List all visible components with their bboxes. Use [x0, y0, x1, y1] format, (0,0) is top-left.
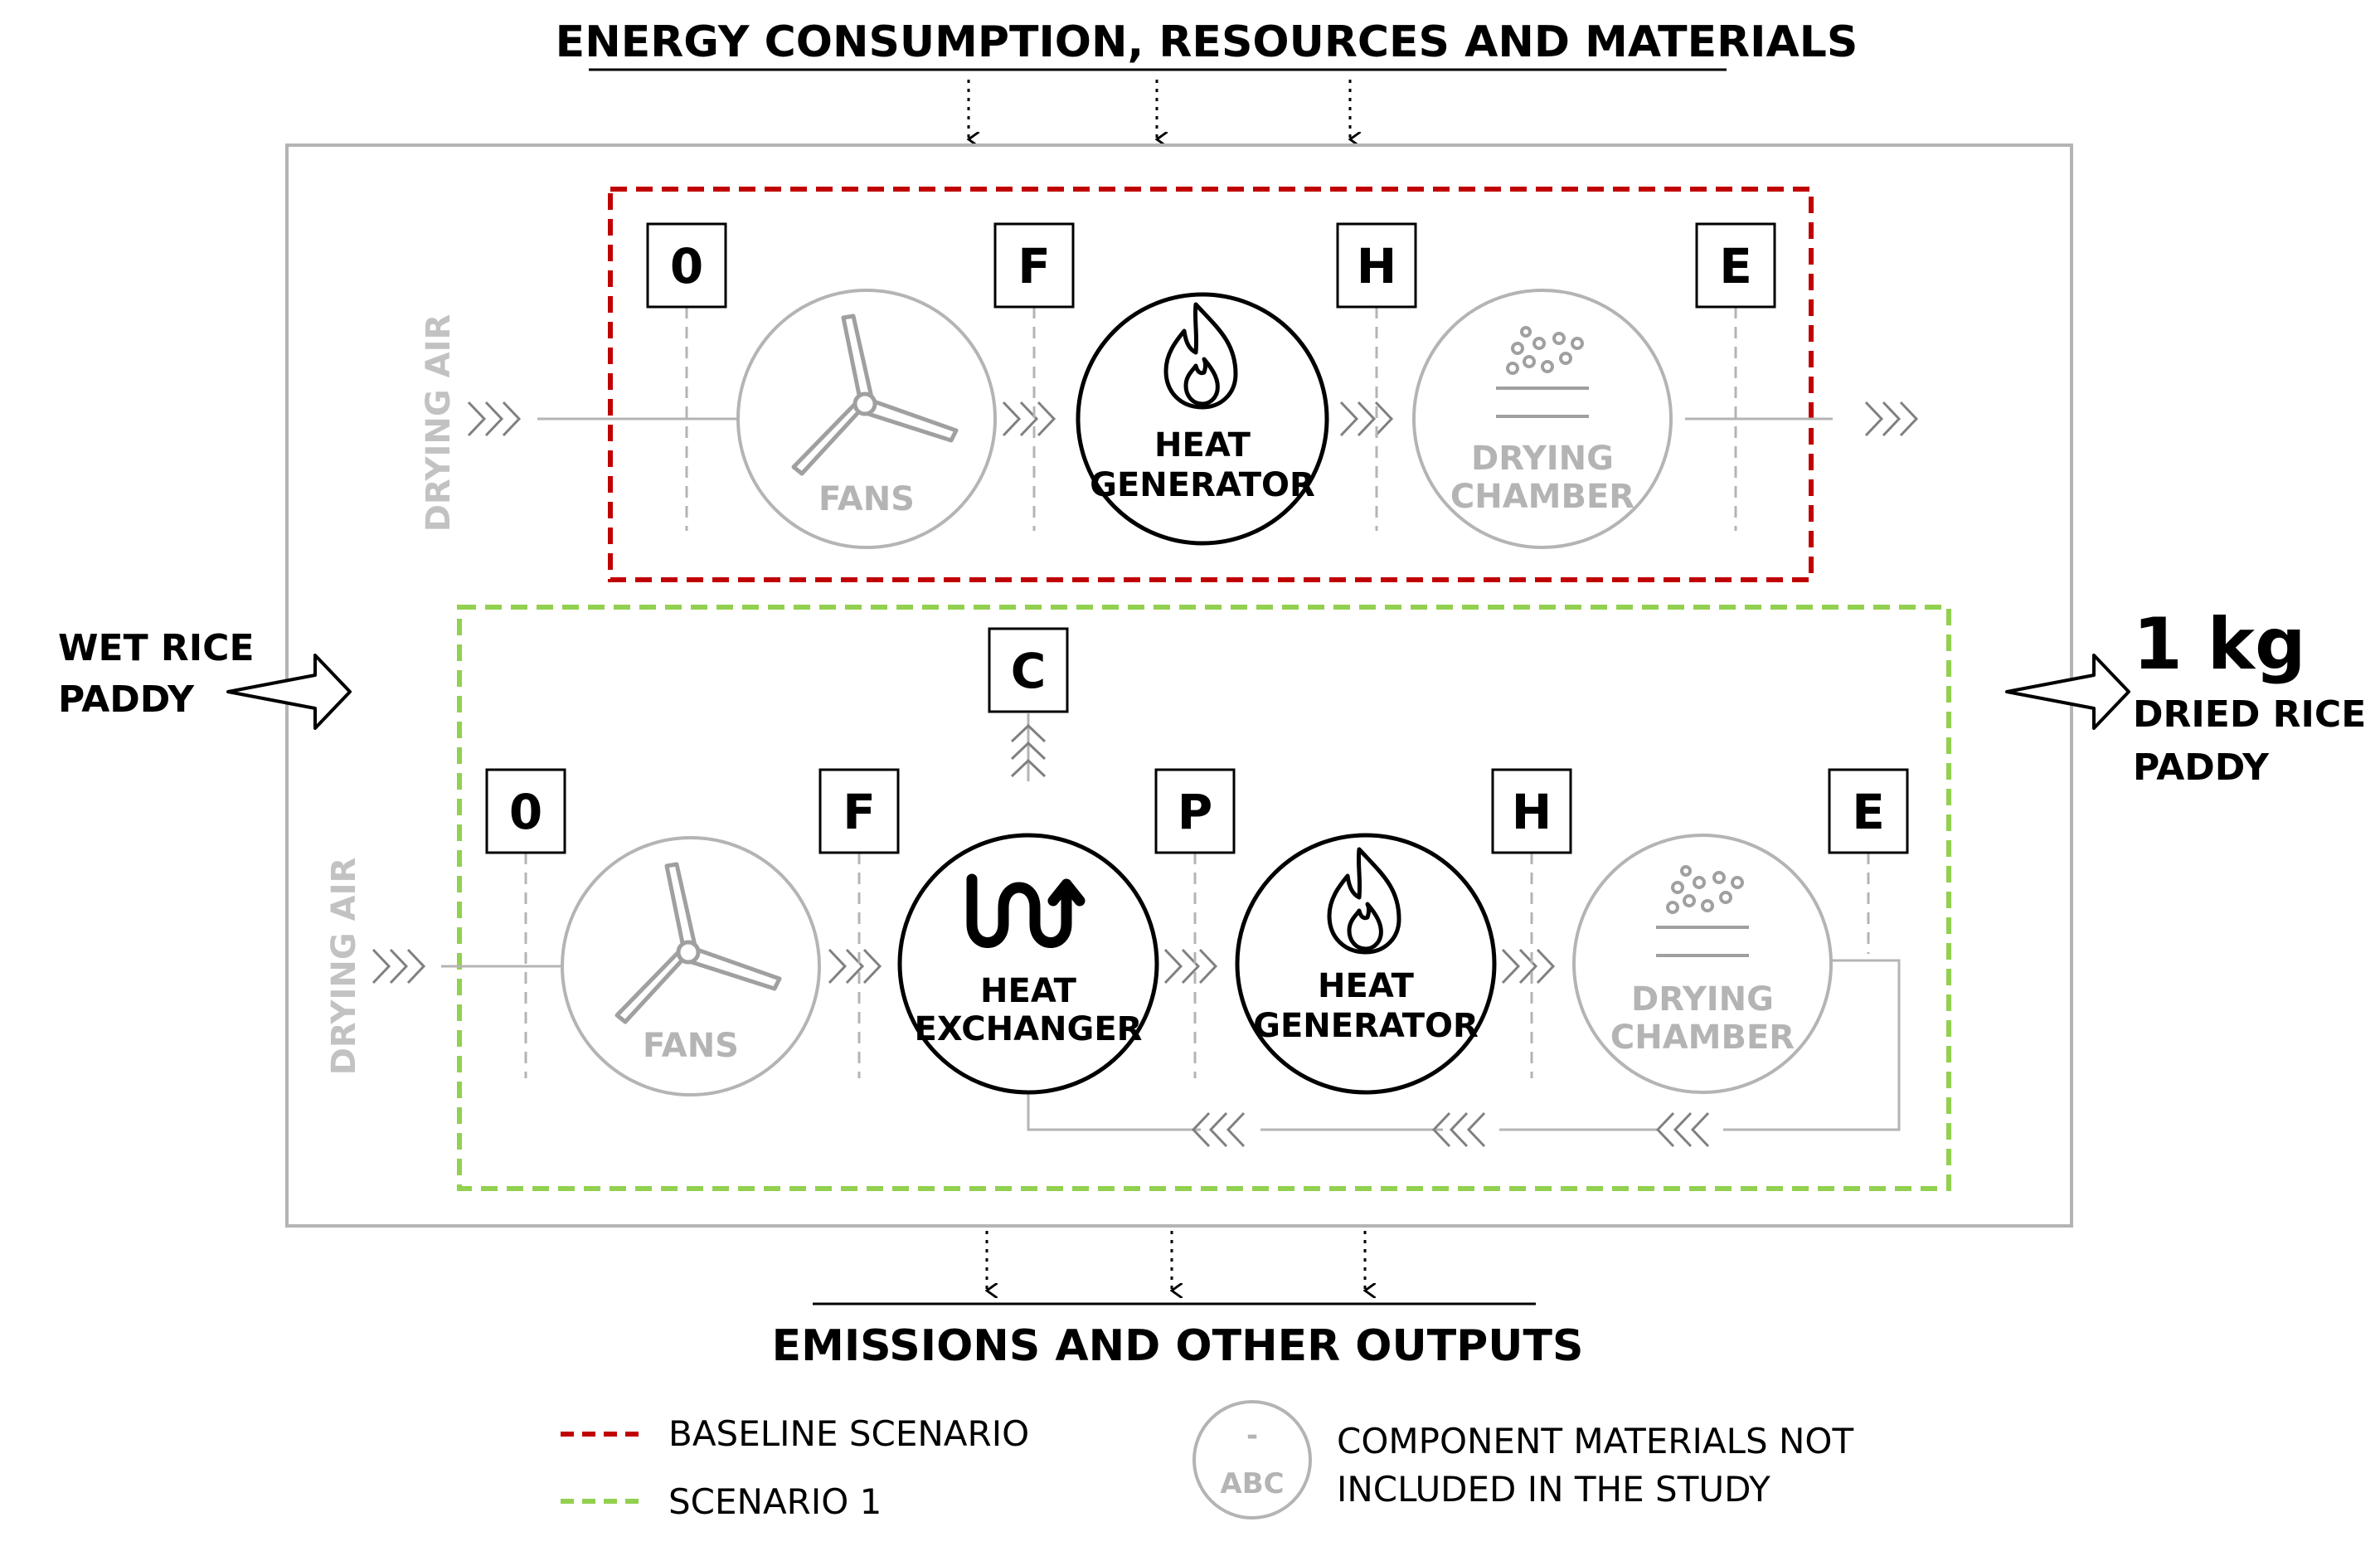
drying-air-label: DRYING AIR — [325, 858, 363, 1076]
drying-air-label: DRYING AIR — [420, 314, 458, 532]
svg-text:0: 0 — [670, 238, 703, 294]
scenario1-fans: FANS — [561, 836, 821, 1096]
scenario1-heat-generator: HEAT GENERATOR — [1235, 833, 1497, 1095]
drying-chamber-label-line1: DRYING — [1471, 440, 1614, 478]
legend-not-included-line2: INCLUDED IN THE STUDY — [1337, 1469, 1770, 1510]
baseline-scenario-boundary — [608, 187, 1814, 582]
drying-chamber-label-line2: CHAMBER — [1610, 1019, 1795, 1057]
legend: BASELINE SCENARIO SCENARIO 1 - ABC COMPO… — [561, 1400, 1853, 1522]
legend-scenario1-label: SCENARIO 1 — [668, 1481, 882, 1522]
svg-text:F: F — [1018, 238, 1051, 294]
grains-icon — [1496, 326, 1589, 418]
output-label-line2: PADDY — [2133, 746, 2270, 789]
flow-chevrons — [467, 401, 1919, 437]
heat-generator-label-line1: HEAT — [1154, 426, 1251, 464]
drying-chamber-label-line2: CHAMBER — [1450, 478, 1634, 516]
baseline-point-f: F — [993, 222, 1075, 531]
input-arrow-icon — [226, 654, 352, 730]
legend-not-included-icon — [1192, 1400, 1312, 1520]
svg-text:H: H — [1357, 238, 1397, 294]
heat-generator-label-line1: HEAT — [1318, 967, 1415, 1005]
input-label-line1: WET RICE — [58, 627, 255, 669]
scenario1-point-0: 0 — [485, 768, 566, 1078]
flame-icon — [1327, 847, 1401, 955]
baseline-point-e: E — [1695, 222, 1776, 531]
input-arrows — [969, 80, 1350, 139]
scenario1-point-f: F — [818, 768, 900, 1078]
grains-icon — [1656, 865, 1749, 957]
output-amount: 1 kg — [2133, 603, 2306, 686]
recirculation-line — [1027, 1087, 1201, 1131]
scenario1-boundary — [457, 605, 1951, 1191]
baseline-point-0: 0 — [646, 222, 727, 531]
flow-chevrons — [372, 723, 1710, 1148]
scenario1-point-h: H — [1491, 768, 1572, 1078]
output-label-line1: DRIED RICE — [2133, 693, 2366, 736]
heat-exchanger-label-line2: EXCHANGER — [915, 1010, 1143, 1048]
output-arrows — [987, 1231, 1365, 1291]
svg-text:E: E — [1719, 238, 1752, 294]
svg-text:0: 0 — [509, 784, 542, 840]
output-arrow-icon — [2005, 654, 2130, 730]
scenario1-drying-chamber: DRYING CHAMBER — [1572, 834, 1833, 1094]
heat-generator-label-line2: GENERATOR — [1090, 466, 1315, 504]
svg-text:F: F — [843, 784, 876, 840]
legend-baseline-label: BASELINE SCENARIO — [668, 1413, 1029, 1454]
drying-chamber-label-line1: DRYING — [1631, 980, 1774, 1019]
heat-exchange-icon — [966, 873, 1086, 948]
heat-exchanger-label-line1: HEAT — [980, 972, 1077, 1010]
scenario1-point-e: E — [1828, 768, 1909, 954]
baseline-heat-generator: HEAT GENERATOR — [1076, 292, 1329, 546]
scenario1-point-p: P — [1154, 768, 1236, 1078]
scenario1-heat-exchanger: HEAT EXCHANGER — [897, 833, 1159, 1095]
legend-icon-dash: - — [1246, 1419, 1258, 1452]
svg-text:P: P — [1178, 784, 1213, 840]
baseline-point-h: H — [1336, 222, 1417, 531]
outputs-title: EMISSIONS AND OTHER OUTPUTS — [772, 1321, 1584, 1371]
fan-icon — [614, 862, 782, 1024]
svg-text:E: E — [1852, 784, 1885, 840]
baseline-fans: FANS — [736, 289, 997, 549]
scenario1-point-c: C — [988, 627, 1069, 713]
inputs-title: ENERGY CONSUMPTION, RESOURCES AND MATERI… — [556, 17, 1858, 67]
svg-text:C: C — [1011, 643, 1047, 699]
recirculation-line — [1723, 959, 1901, 1131]
fans-label: FANS — [643, 1027, 739, 1065]
baseline-drying-chamber: DRYING CHAMBER — [1412, 289, 1673, 549]
heat-generator-label-line2: GENERATOR — [1253, 1007, 1479, 1045]
svg-text:H: H — [1512, 784, 1552, 840]
legend-not-included-line1: COMPONENT MATERIALS NOT — [1337, 1421, 1853, 1461]
fans-label: FANS — [818, 480, 915, 518]
input-label-line2: PADDY — [58, 678, 195, 721]
legend-icon-abc: ABC — [1220, 1467, 1284, 1500]
fan-icon — [791, 314, 959, 476]
flame-icon — [1163, 302, 1238, 410]
